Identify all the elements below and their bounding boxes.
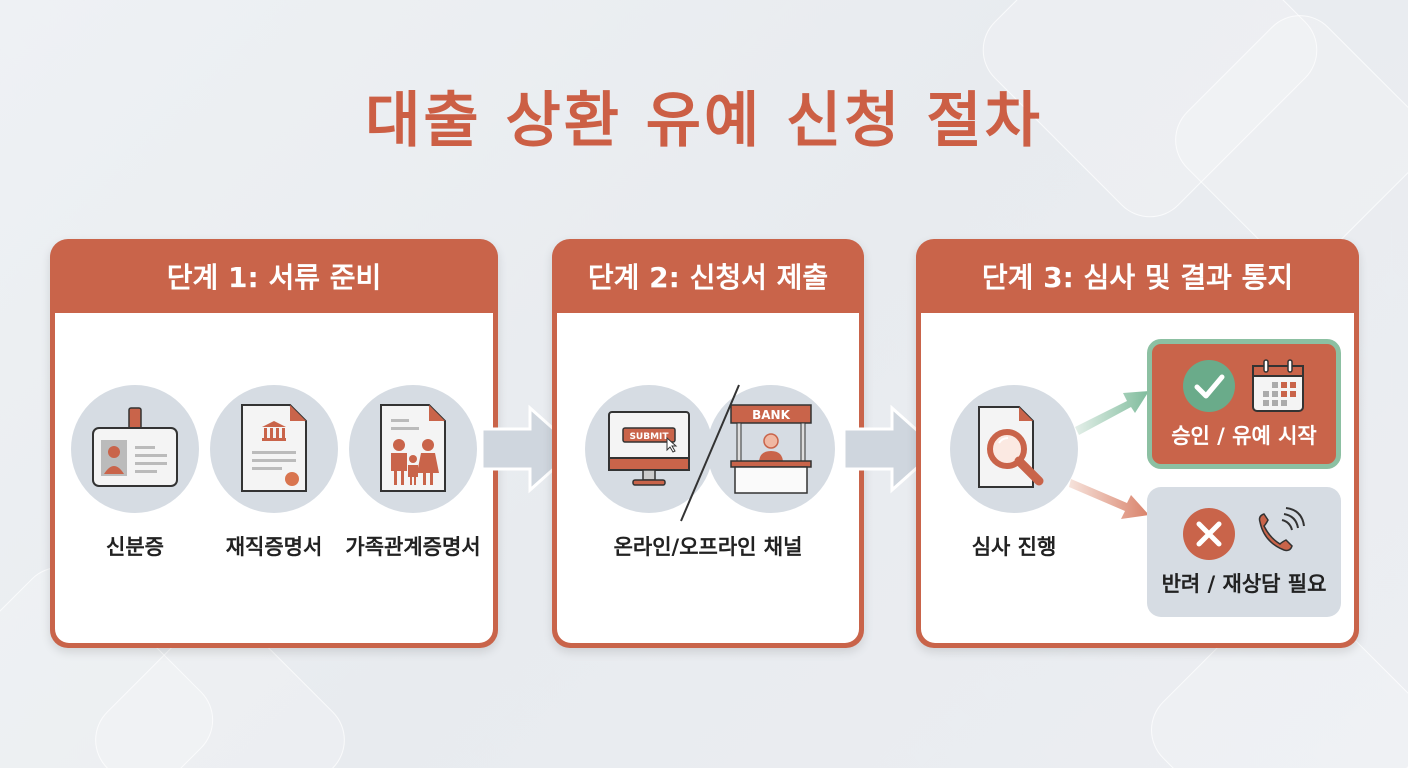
document-review-icon	[978, 406, 1044, 488]
id-card-icon	[92, 407, 178, 487]
family-cert-circle	[349, 385, 477, 513]
offline-circle: BANK	[707, 385, 835, 513]
employment-cert-label: 재직증명서	[225, 535, 323, 559]
computer-submit-icon: SUBMIT	[608, 411, 690, 486]
review-label: 심사 진행	[971, 535, 1057, 559]
step-3-panel: 단계 3: 심사 및 결과 통지 심사 진행	[916, 239, 1359, 648]
online-circle: SUBMIT	[585, 385, 713, 513]
review-circle	[950, 385, 1078, 513]
phone-icon	[1258, 507, 1305, 552]
step-3-body: 심사 진행	[921, 313, 1354, 643]
id-card-label: 신분증	[106, 535, 164, 559]
employment-cert-circle	[210, 385, 338, 513]
step-2-header: 단계 2: 신청서 제출	[587, 261, 829, 294]
step-3-header: 단계 3: 심사 및 결과 통지	[981, 261, 1294, 294]
approved-label: 승인 / 유예 시작	[1171, 424, 1317, 448]
bank-text: BANK	[752, 408, 790, 422]
step-1-panel: 단계 1: 서류 준비 신분증	[50, 239, 498, 648]
employment-certificate-icon	[241, 404, 307, 492]
slash-divider	[680, 384, 740, 522]
flow-arrow-icon	[842, 404, 941, 494]
x-icon	[1183, 508, 1235, 560]
bank-counter-icon: BANK	[730, 404, 812, 494]
family-cert-label: 가족관계증명서	[345, 535, 481, 559]
step-2-panel: 단계 2: 신청서 제출 SUBMIT BANK	[552, 239, 864, 648]
approve-arrow-icon	[1075, 391, 1149, 435]
check-icon	[1183, 360, 1235, 412]
id-card-circle	[71, 385, 199, 513]
calendar-icon	[1252, 359, 1304, 412]
channel-label: 온라인/오프라인 채널	[613, 535, 803, 559]
approved-outcome: 승인 / 유예 시작	[1147, 339, 1341, 469]
step-1-header: 단계 1: 서류 준비	[166, 261, 382, 294]
step-2-body: SUBMIT BANK 온라인/오프라인 채널	[557, 313, 859, 643]
submit-text: SUBMIT	[629, 432, 669, 442]
page-title: 대출 상환 유예 신청 절차	[365, 86, 1043, 156]
reject-arrow-icon	[1069, 479, 1149, 519]
rejected-outcome: 반려 / 재상담 필요	[1147, 487, 1341, 617]
step-1-body: 신분증 재직증명서	[55, 313, 493, 643]
family-certificate-icon	[380, 404, 446, 492]
rejected-label: 반려 / 재상담 필요	[1161, 572, 1327, 596]
